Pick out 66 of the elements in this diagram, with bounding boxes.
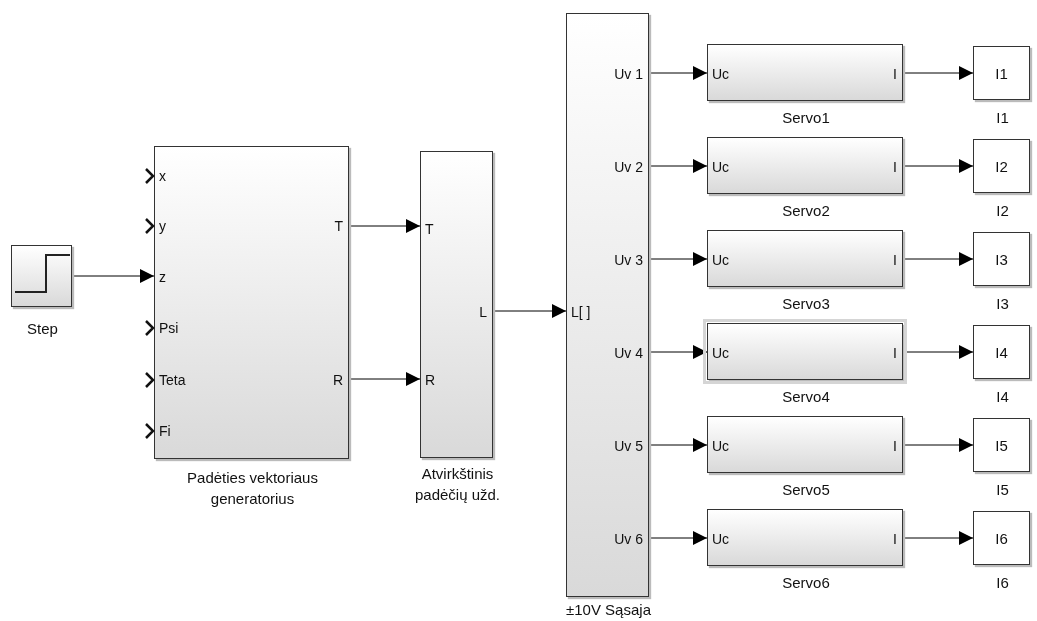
block-name: Servo2	[781, 201, 831, 221]
port-label: L[ ]	[571, 304, 591, 320]
signal-arrow	[648, 252, 708, 266]
port-label: y	[159, 218, 166, 234]
signal-arrow	[902, 252, 974, 266]
block-name: Padėties vektoriaus generatorius	[186, 468, 319, 509]
block-name: I6	[995, 573, 1010, 593]
signal-arrow	[648, 66, 708, 80]
port-label: Uv 4	[614, 345, 643, 361]
port-label: Uc	[712, 530, 730, 547]
port-label: Uc	[712, 251, 730, 268]
port-label: Teta	[159, 372, 186, 388]
port-label: I	[893, 158, 897, 175]
port-label: Fi	[159, 423, 171, 439]
port-label: I	[893, 437, 897, 454]
port-label: I	[893, 251, 897, 268]
port-label: R	[425, 372, 436, 388]
signal-arrow	[71, 269, 155, 283]
block-name: I5	[995, 480, 1010, 500]
block-name: Servo4	[781, 387, 831, 407]
signal-arrow	[902, 531, 974, 545]
port-label: I6	[994, 531, 1009, 547]
port-label: R	[332, 372, 343, 388]
port-label: Uv 2	[614, 159, 643, 175]
block-name: ±10V Sąsaja	[565, 600, 652, 620]
port-label: I5	[994, 438, 1009, 454]
port-label: x	[159, 168, 166, 184]
signal-arrow	[902, 438, 974, 452]
signal-arrow	[902, 159, 974, 173]
port-label: Uv 3	[614, 252, 643, 268]
block-name: I1	[995, 108, 1010, 128]
port-label: Psi	[159, 320, 179, 336]
signal-arrow	[648, 159, 708, 173]
block-name: Servo6	[781, 573, 831, 593]
block-name: I4	[995, 387, 1010, 407]
block-name: Servo3	[781, 294, 831, 314]
port-label: Uc	[712, 344, 730, 361]
signal-arrow	[648, 531, 708, 545]
port-label: T	[334, 218, 343, 234]
port-label: Uv 5	[614, 438, 643, 454]
port-label: I	[893, 530, 897, 547]
port-label: I1	[994, 66, 1009, 82]
block-name: Servo1	[781, 108, 831, 128]
port-label: I3	[994, 252, 1009, 268]
port-label: I2	[994, 159, 1009, 175]
port-label: Uv 1	[614, 66, 643, 82]
port-label: L	[479, 304, 487, 320]
port-label: Uc	[712, 158, 730, 175]
signal-arrow	[648, 438, 708, 452]
block-name: Servo5	[781, 480, 831, 500]
block-name: I2	[995, 201, 1010, 221]
port-label: I4	[994, 345, 1009, 361]
port-label: I	[893, 65, 897, 82]
signal-arrow	[902, 66, 974, 80]
block-name: Step	[26, 319, 59, 339]
port-label: Uv 6	[614, 531, 643, 547]
signal-arrow	[492, 304, 567, 318]
block-name: Atvirkštinis padėčių užd.	[413, 464, 502, 505]
block-name: I3	[995, 294, 1010, 314]
signal-arrow	[348, 219, 421, 233]
port-label: z	[159, 269, 166, 285]
port-label: Uc	[712, 65, 730, 82]
port-label: I	[893, 344, 897, 361]
port-label: Uc	[712, 437, 730, 454]
signal-arrow	[348, 372, 421, 386]
port-label: T	[425, 221, 434, 237]
